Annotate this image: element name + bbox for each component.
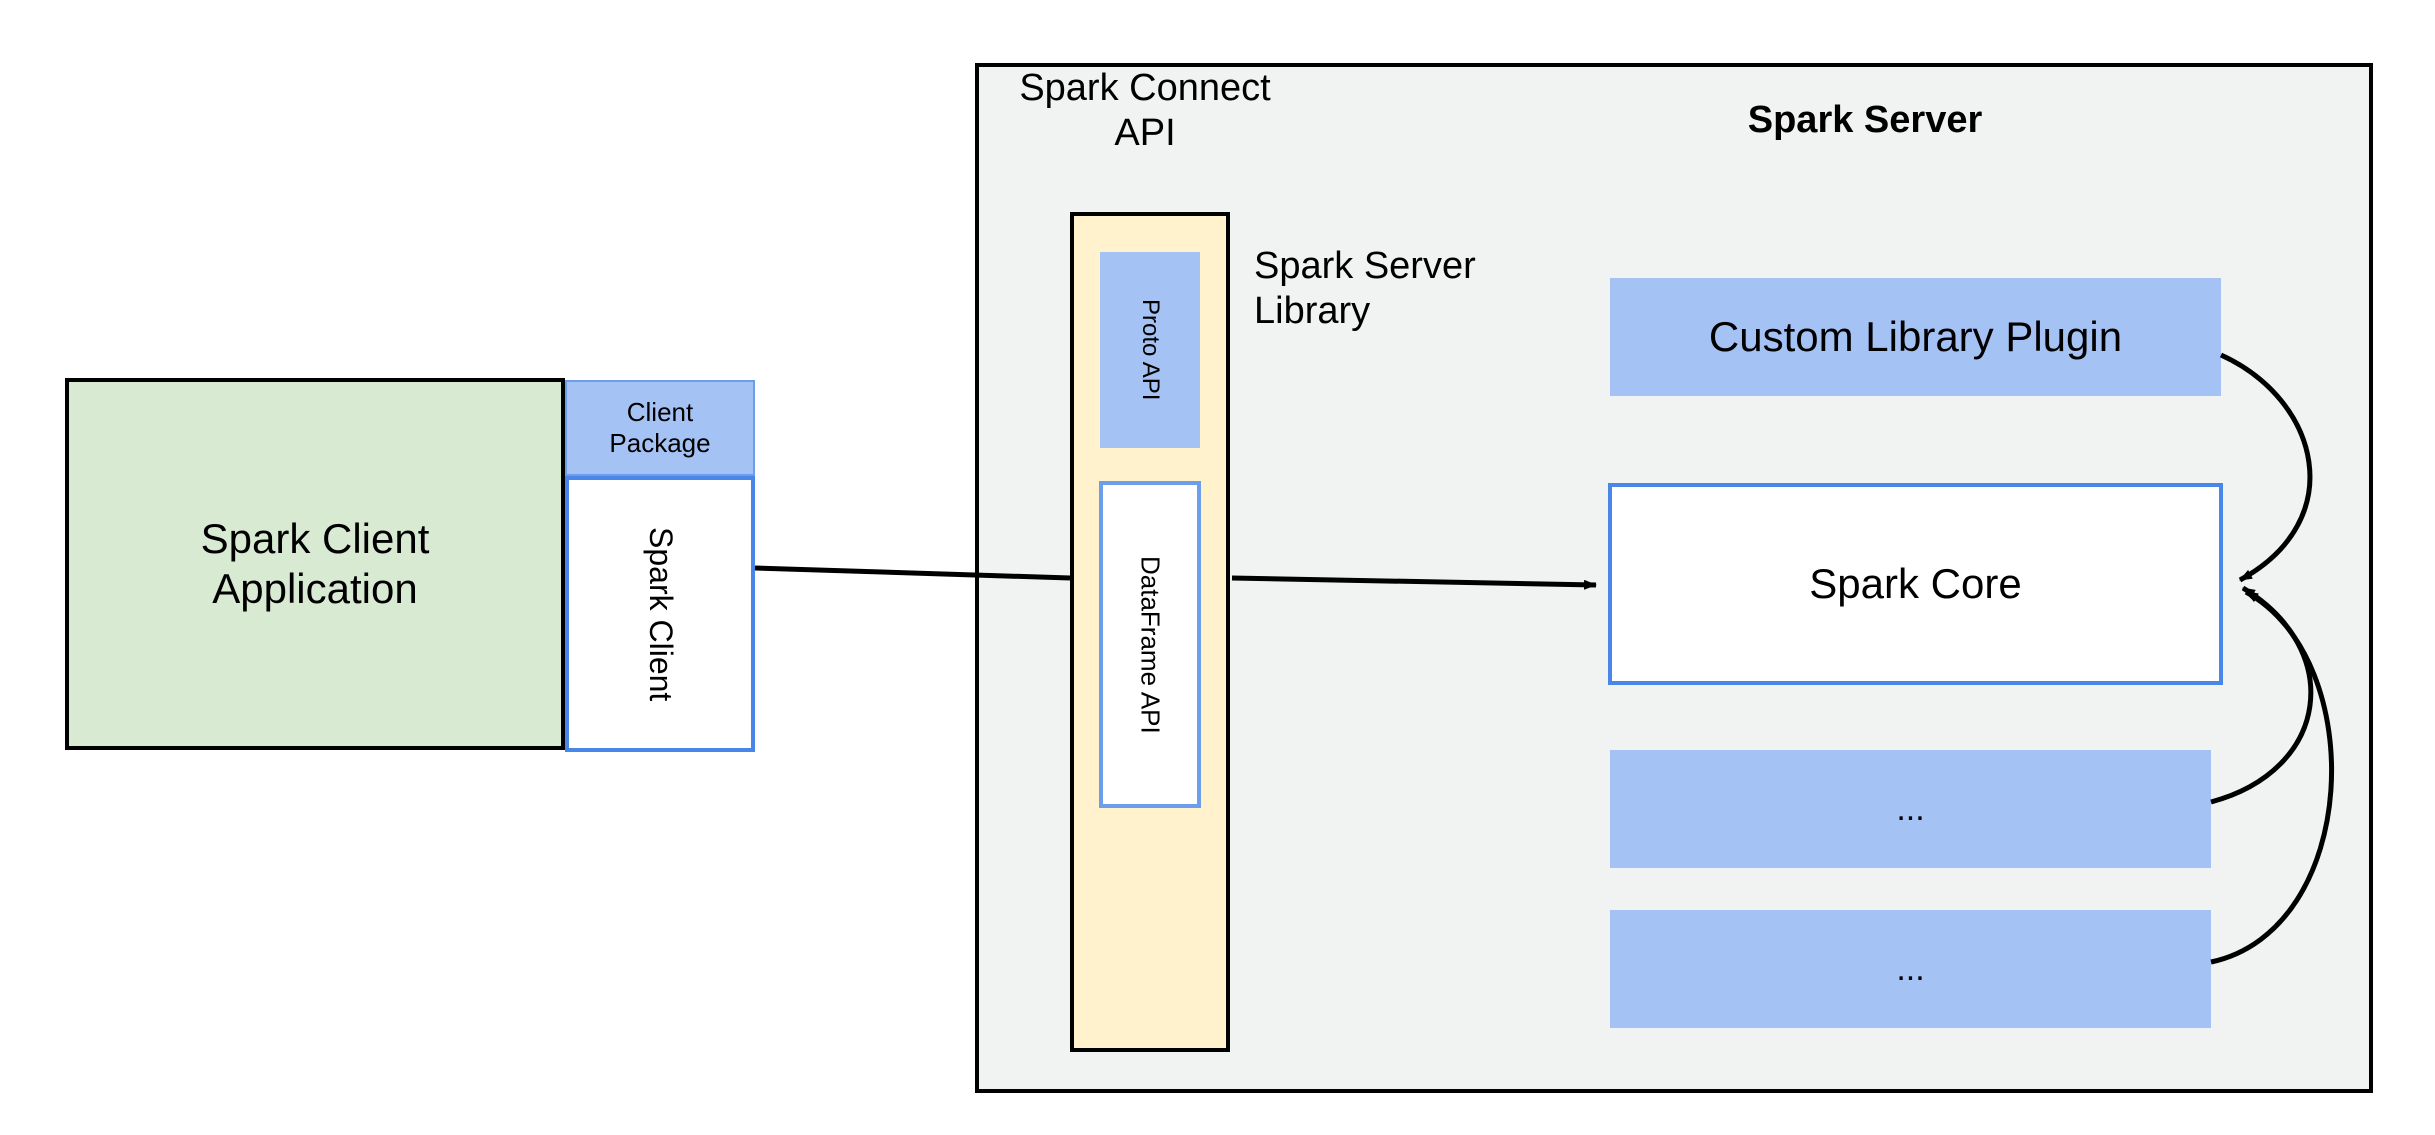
- spark-client-application-line2: Application: [212, 565, 418, 612]
- client-package-line2: Package: [609, 428, 711, 458]
- ellipsis-box-1[interactable]: ...: [1610, 750, 2211, 868]
- spark-client-application-line1: Spark Client: [200, 515, 430, 563]
- spark-connect-api-label-line1: Spark Connect: [1019, 67, 1271, 109]
- proto-api-label: Proto API: [1137, 299, 1165, 401]
- dataframe-api-label: DataFrame API: [1135, 555, 1166, 734]
- spark-connect-api-label: Spark Connect API: [1000, 66, 1290, 158]
- custom-library-plugin-box[interactable]: Custom Library Plugin: [1610, 278, 2221, 396]
- spark-server-library-label: Spark Server Library: [1254, 244, 1554, 336]
- spark-server-library-label-line2: Library: [1254, 289, 1371, 332]
- client-package-line1: Client: [626, 397, 694, 428]
- spark-client-label: Spark Client: [642, 526, 679, 702]
- spark-connect-api-label-line2: API: [1114, 111, 1176, 154]
- proto-api-box[interactable]: Proto API: [1100, 252, 1200, 448]
- ellipsis-box-2[interactable]: ...: [1610, 910, 2211, 1028]
- spark-server-title: Spark Server: [1747, 98, 1983, 141]
- spark-core-box[interactable]: Spark Core: [1608, 483, 2223, 685]
- dataframe-api-box[interactable]: DataFrame API: [1099, 481, 1201, 808]
- spark-server-library-label-line1: Spark Server: [1254, 245, 1476, 287]
- spark-client-box[interactable]: Spark Client: [565, 476, 755, 752]
